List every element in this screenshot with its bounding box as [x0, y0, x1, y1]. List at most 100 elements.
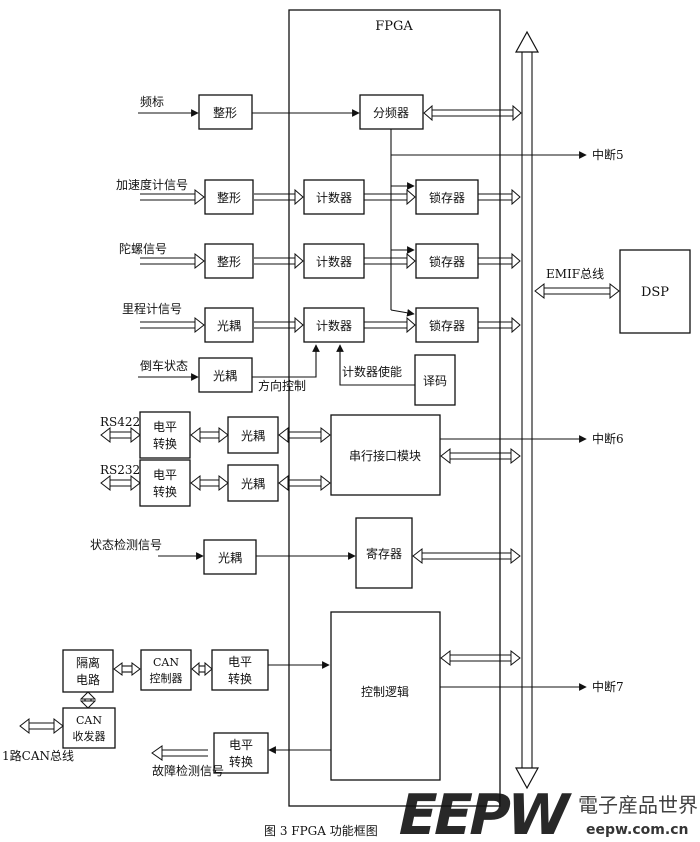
level-shift-3-line2: 转换	[228, 671, 252, 686]
arrow-counter2-latch2	[364, 252, 416, 270]
opto-block-4-label: 光耦	[241, 477, 265, 491]
input-status: 状态检测信号	[90, 537, 162, 552]
bus-link-control	[440, 649, 521, 667]
arrow-opto1-counter3	[254, 316, 304, 334]
shape-block-1	[198, 94, 253, 130]
dsp-block	[619, 249, 691, 334]
arrow-opto4-serial	[278, 474, 331, 492]
arrow-odo-in	[140, 316, 205, 334]
can-controller-block	[140, 649, 192, 691]
system-bus	[522, 50, 532, 770]
serial-interface-label: 串行接口模块	[349, 448, 421, 463]
input-gyro: 陀螺信号	[119, 241, 167, 256]
arrow-latch2-bus	[478, 252, 521, 270]
eepw-brand: EEPW	[392, 783, 575, 842]
input-rs232: RS232	[100, 463, 140, 477]
can-controller-line1: CAN	[153, 656, 179, 669]
can-transceiver-line2: 收发器	[73, 729, 106, 743]
counter-block-2-label: 计数器	[316, 254, 352, 269]
emif-bus-link	[534, 282, 620, 300]
level-shift-2-line2: 转换	[153, 484, 177, 499]
dsp-label: DSP	[641, 285, 669, 300]
eepw-url: eepw.com.cn	[586, 822, 688, 838]
bus-link-register	[412, 547, 521, 565]
arrow-counter1-latch1	[364, 188, 416, 206]
register-label: 寄存器	[366, 546, 402, 561]
latch-block-2-label: 锁存器	[429, 254, 465, 269]
isolation-line2: 电路	[76, 672, 100, 687]
arrow-isolation-xcvr	[79, 691, 97, 709]
latch-block-3-label: 锁存器	[429, 318, 465, 333]
arrow-shape3-counter2	[254, 252, 304, 270]
arrow-can-bus	[19, 717, 64, 735]
opto-block-2	[198, 357, 253, 393]
shape-block-1-label: 整形	[213, 105, 237, 120]
bus-arrow-top	[514, 30, 540, 53]
arrow-level1-opto3	[190, 426, 229, 444]
fpga-outline	[288, 9, 501, 807]
decoder-block	[414, 354, 456, 406]
arrow-latch1-bus	[478, 188, 521, 206]
arrow-gyro-in	[140, 252, 205, 270]
bus-arrow-bottom	[514, 767, 540, 790]
serial-interface-block	[330, 414, 441, 496]
output-fault: 故障检测信号	[152, 763, 224, 778]
control-logic-block	[330, 611, 441, 781]
arrow-canctrl-level3	[191, 661, 213, 677]
arrow-fault-out	[151, 745, 208, 761]
latch-block-3	[415, 307, 479, 343]
level-shift-block-3	[211, 649, 269, 691]
input-can-bus: 1路CAN总线	[2, 748, 74, 763]
level-shift-1-line2: 转换	[153, 436, 177, 451]
input-odo: 里程计信号	[122, 301, 182, 316]
opto-block-1-label: 光耦	[217, 319, 241, 333]
control-logic-label: 控制逻辑	[361, 685, 409, 699]
arrow-rs422	[100, 426, 141, 444]
register-block	[355, 517, 413, 589]
eepw-watermark-logo: EEPW 電子産品世界 eepw.com.cn	[392, 783, 698, 842]
int5-label: 中断5	[592, 147, 624, 162]
level-shift-2-line1: 电平	[153, 468, 177, 482]
opto-block-4	[227, 464, 279, 502]
shape-block-3	[204, 243, 254, 279]
counter-block-3-label: 计数器	[316, 318, 352, 333]
arrow-isolation-canctrl	[113, 662, 141, 676]
bus-link-divider	[423, 104, 522, 122]
shape-block-2-label: 整形	[217, 190, 241, 205]
level-shift-3-line1: 电平	[228, 655, 252, 669]
arrow-latch3-bus	[478, 316, 521, 334]
fpga-label: FPGA	[375, 19, 413, 34]
opto-block-5-label: 光耦	[218, 551, 242, 565]
level-shift-4-line2: 转换	[229, 754, 253, 769]
level-shift-block-1	[139, 411, 191, 459]
input-freq: 频标	[140, 95, 164, 109]
can-transceiver-line1: CAN	[76, 714, 102, 727]
can-transceiver-block	[62, 707, 116, 749]
divider-label: 分频器	[373, 106, 409, 120]
counter-block-1	[303, 179, 365, 215]
arrow-accel-in	[140, 188, 205, 206]
int6-label: 中断6	[592, 431, 624, 446]
shape-block-2	[204, 179, 254, 215]
counter-block-3	[303, 307, 365, 343]
bus-link-serial	[440, 447, 521, 465]
level-shift-1-line1: 电平	[153, 420, 177, 434]
figure-caption: 图 3 FPGA 功能框图	[264, 824, 378, 838]
input-rs422: RS422	[100, 415, 140, 429]
input-reverse: 倒车状态	[140, 358, 188, 373]
opto-block-5	[203, 539, 257, 575]
arrow-shape2-counter1	[254, 188, 304, 206]
input-accel: 加速度计信号	[116, 177, 188, 192]
counter-block-1-label: 计数器	[316, 190, 352, 205]
isolation-line1: 隔离	[76, 655, 100, 670]
level-shift-block-2	[139, 459, 191, 507]
latch-block-1	[415, 179, 479, 215]
latch-block-1-label: 锁存器	[429, 190, 465, 205]
arrow-counter3-latch3	[364, 316, 416, 334]
eepw-site: 電子産品世界	[578, 793, 698, 817]
arrow-feed-latch3	[390, 309, 415, 317]
opto-block-2-label: 光耦	[213, 369, 237, 383]
divider-block	[359, 94, 424, 130]
emif-label: EMIF总线	[546, 267, 604, 281]
